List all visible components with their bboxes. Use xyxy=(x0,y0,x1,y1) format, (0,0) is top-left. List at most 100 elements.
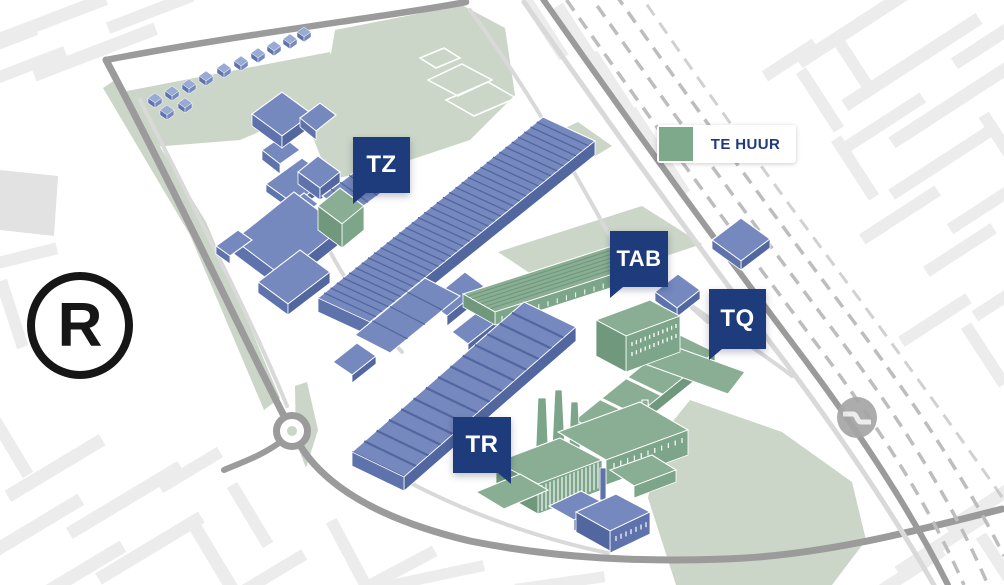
roof-stripe xyxy=(517,136,571,162)
offsite-block xyxy=(898,293,972,347)
offsite-block xyxy=(352,545,438,585)
offsite-block xyxy=(33,540,127,585)
house-front xyxy=(205,75,214,87)
roof-stripe xyxy=(486,333,540,361)
house-front xyxy=(154,97,163,109)
offsite-block xyxy=(105,0,195,34)
house-front xyxy=(223,67,232,79)
roof-stripe xyxy=(626,376,663,397)
roof-stripe xyxy=(342,277,396,303)
roof-stripe xyxy=(389,305,426,326)
house-front xyxy=(166,109,175,121)
roof-stripe xyxy=(472,245,638,300)
roof-stripe xyxy=(323,292,377,318)
roof-stripe xyxy=(392,237,446,263)
roof-stripe xyxy=(467,176,521,202)
offsite-block xyxy=(858,185,942,245)
marker-tr[interactable]: TR xyxy=(453,417,511,484)
roof-stripe xyxy=(367,257,421,283)
roof-stripe xyxy=(363,440,417,468)
roof-stripe xyxy=(380,247,433,273)
offsite-block xyxy=(971,278,1004,322)
offsite-block xyxy=(834,39,878,97)
house-front xyxy=(188,83,197,95)
offsite-block xyxy=(156,446,224,494)
roof-stripe xyxy=(405,226,458,253)
roof-stripe xyxy=(498,151,552,177)
roof-stripe xyxy=(462,354,516,382)
offsite-block xyxy=(960,322,1004,388)
roof-stripe xyxy=(400,408,454,436)
roof-stripe xyxy=(417,216,471,243)
offsite-block xyxy=(888,124,996,200)
roof-stripe xyxy=(536,121,590,147)
offsite-block xyxy=(863,545,947,585)
legend-te-huur: TE HUUR xyxy=(657,125,796,163)
roof-stripe xyxy=(411,221,465,248)
offsite-block xyxy=(31,22,159,82)
offsite-block xyxy=(978,111,1004,169)
marker-tz[interactable]: TZ xyxy=(353,137,410,204)
roof-stripe xyxy=(530,126,583,152)
building-tr-shed xyxy=(332,277,577,492)
roof-stripe xyxy=(388,418,442,446)
house-front xyxy=(303,31,312,43)
lawn-outline-buildings xyxy=(418,47,518,117)
roof-stripe xyxy=(430,206,483,233)
roof-stripe xyxy=(423,211,477,238)
roof-stripe xyxy=(461,181,515,207)
house-front xyxy=(184,102,193,114)
roof-stripe xyxy=(407,291,443,311)
roof-stripe xyxy=(511,311,565,339)
offsite-block xyxy=(950,14,1004,70)
offsite-block xyxy=(0,0,109,52)
ns-wave-glyph xyxy=(843,411,871,424)
offsite-block xyxy=(830,135,880,201)
roof-stripe xyxy=(361,262,415,288)
offsite-block xyxy=(4,434,106,502)
offsite-block xyxy=(0,242,59,274)
ns-railway-logo-icon xyxy=(837,397,877,438)
house-front xyxy=(257,52,266,64)
house-front xyxy=(171,90,180,102)
roof-stripe xyxy=(486,161,540,187)
offsite-block xyxy=(226,481,274,549)
offsite-block xyxy=(65,460,185,540)
roof-stripe xyxy=(386,242,440,268)
roof-stripe xyxy=(330,287,383,313)
roof-stripe xyxy=(398,232,452,258)
offsite-block xyxy=(888,55,1004,149)
roof-stripe xyxy=(523,131,577,157)
offsite-block xyxy=(795,0,929,69)
offsite-block xyxy=(375,560,485,585)
offsite-block xyxy=(946,169,1004,235)
roof-stripe xyxy=(492,156,546,182)
marker-tq[interactable]: TQ xyxy=(709,289,766,360)
building-green-small xyxy=(317,187,365,249)
roof-stripe xyxy=(511,141,565,167)
offsite-block xyxy=(95,511,205,585)
offsite-block xyxy=(0,46,68,86)
house-front xyxy=(273,45,282,57)
legend-green-swatch-icon xyxy=(659,127,693,161)
offsite-block xyxy=(923,223,997,277)
offsite-block xyxy=(232,549,308,585)
roof-stripe xyxy=(474,344,528,371)
house-front xyxy=(240,60,249,72)
legend-label: TE HUUR xyxy=(710,135,781,153)
main-roads xyxy=(102,0,1004,564)
roof-stripe xyxy=(376,429,430,457)
roof-stripe xyxy=(499,322,553,350)
roof-stripe xyxy=(455,186,508,212)
offsite-block xyxy=(795,67,845,133)
offsite-block xyxy=(514,571,606,585)
marker-tab[interactable]: TAB xyxy=(610,231,668,298)
roof-stripe xyxy=(373,252,427,278)
roof-stripe xyxy=(372,320,408,340)
building-blue-factory-south xyxy=(547,467,652,554)
roof-stripe xyxy=(480,166,533,192)
offsite-block xyxy=(761,38,819,82)
